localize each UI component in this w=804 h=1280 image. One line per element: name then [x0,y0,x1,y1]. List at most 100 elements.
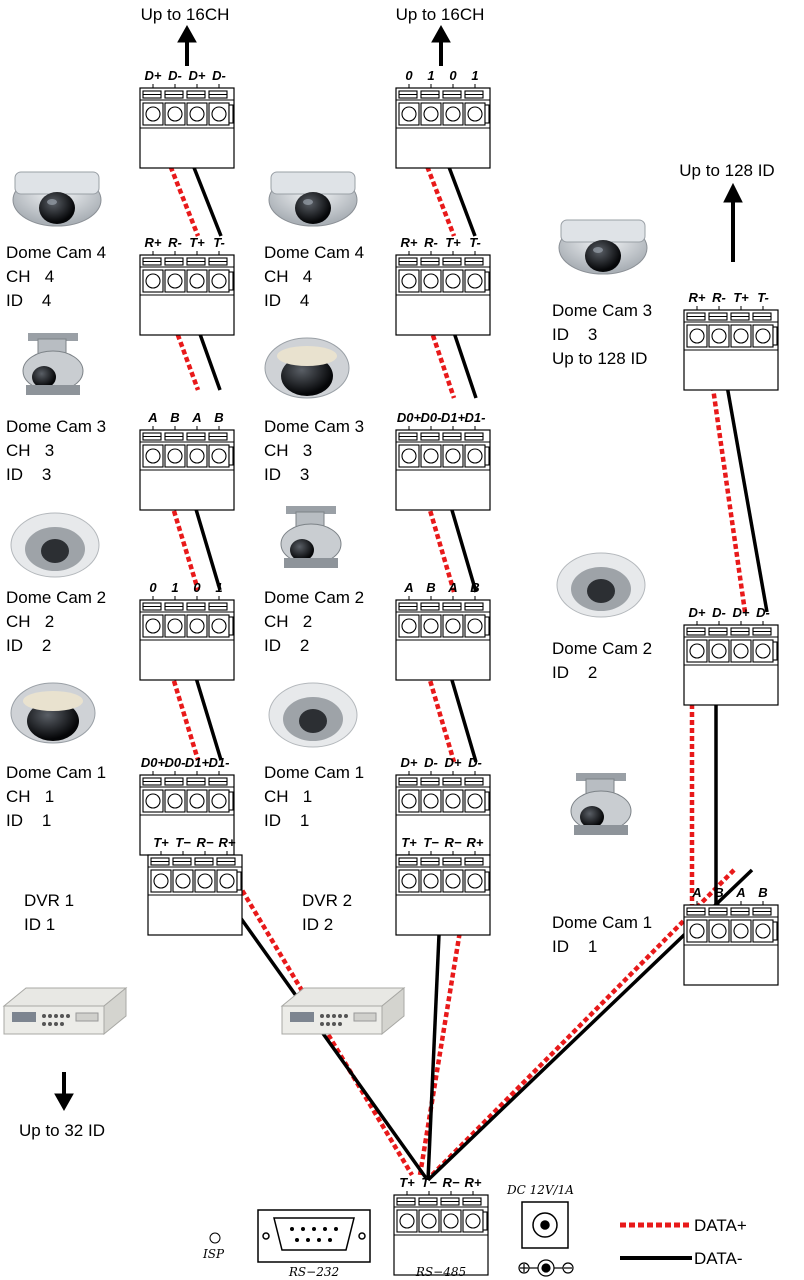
dome-camera-icon [268,171,358,227]
pin-label: D0+ [397,410,422,425]
up-arrow-icon [431,24,451,43]
camera-images [10,171,648,836]
pin-label: R+ [689,290,706,305]
camera-label: ID 3 [264,465,309,484]
camera-label: CH 3 [264,441,312,460]
down-arrow-icon [54,1093,74,1112]
camera-label: Dome Cam 3 [6,417,106,436]
isp-button-icon [209,1232,221,1244]
dvr-label: DVR 1 [24,891,74,910]
pin-label: B [214,410,223,425]
pin-label: 1 [471,68,478,83]
pin-label: 1 [171,580,178,595]
dvr-label: ID 1 [24,915,55,934]
camera-label: Dome Cam 1 [264,763,364,782]
pin-label: T+ [153,835,169,850]
uplink-label-col2: Up to 16CH [396,5,485,24]
pin-label: D1- [465,410,486,425]
dc-polarity-icon [518,1259,574,1277]
camera-label: ID 3 [552,325,597,344]
camera-label: CH 1 [264,787,312,806]
pin-label: B [470,580,479,595]
pin-label: D- [712,605,726,620]
pin-label: T+ [189,235,205,250]
pin-label: D1+ [441,410,466,425]
pin-label: 0 [449,68,457,83]
camera-label: Dome Cam 4 [6,243,106,262]
terminal-block-c1-top [139,83,235,169]
pin-label: A [691,885,701,900]
uplink-label-col3: Up to 128 ID [679,161,774,180]
dvr-icon [281,987,405,1035]
pin-label: D0- [165,755,186,770]
pin-label: R- [168,235,182,250]
pin-label: R+ [401,235,418,250]
pin-label: T- [213,235,225,250]
pin-label: T+ [399,1175,415,1190]
pin-label: A [403,580,413,595]
pin-label: D+ [189,68,206,83]
camera-label: Dome Cam 1 [6,763,106,782]
pin-label: B [758,885,767,900]
rs485-label: RS−485 [415,1265,466,1279]
pin-label: T− [421,1175,437,1190]
dome-camera-icon [558,219,648,275]
pin-label: B [170,410,179,425]
terminal-block-c1-cam2 [139,595,235,681]
pin-label: R- [424,235,438,250]
pin-label: B [426,580,435,595]
camera-label: Dome Cam 2 [6,588,106,607]
ptz-camera-icon [570,772,632,836]
pin-label: R− [443,1175,460,1190]
pin-label: A [447,580,457,595]
rs232-label: RS−232 [288,1265,339,1279]
camera-label: ID 2 [552,663,597,682]
pin-label: R+ [465,1175,482,1190]
pin-label: D+ [733,605,750,620]
pin-label: R- [712,290,726,305]
pin-label: T- [757,290,769,305]
camera-label: Dome Cam 3 [552,301,652,320]
camera-label: CH 4 [264,267,312,286]
pin-label: 1 [215,580,222,595]
uplink-label-col1: Up to 16CH [141,5,230,24]
camera-label: ID 1 [552,937,597,956]
ports [209,1201,574,1277]
camera-label: ID 1 [6,811,51,830]
dc-jack-icon [521,1201,569,1249]
camera-label: Dome Cam 3 [264,417,364,436]
dc-label: DC 12V/1A [506,1183,574,1197]
terminal-block-c1-cam4 [139,250,235,336]
pin-label: D+ [145,68,162,83]
camera-label: CH 3 [6,441,54,460]
up-arrow-icon [177,24,197,43]
pin-label: T− [175,835,191,850]
dome-camera-icon [268,682,358,748]
camera-label: ID 2 [264,636,309,655]
dome-camera-icon [264,337,350,399]
camera-label: ID 1 [264,811,309,830]
terminal-block-c3-cam3 [683,305,779,391]
pin-label: A [735,885,745,900]
rs232-port-icon [257,1209,371,1263]
camera-label: Dome Cam 4 [264,243,364,262]
terminal-block-c2-cam2 [395,595,491,681]
legend-data-plus-label: DATA+ [694,1216,747,1235]
pin-label: D1+ [185,755,210,770]
dome-camera-icon [12,171,102,227]
pin-label: D- [168,68,182,83]
camera-label: ID 4 [6,291,51,310]
camera-label: CH 4 [6,267,54,286]
dome-camera-icon [556,552,646,618]
camera-label: Up to 128 ID [552,349,647,368]
pin-label: R+ [467,835,484,850]
pin-label: R+ [219,835,236,850]
terminal-block-dvr2 [395,850,491,936]
camera-label: ID 4 [264,291,309,310]
pin-label: D1- [209,755,230,770]
pin-label: D- [424,755,438,770]
terminal-block-c1-cam3 [139,425,235,511]
legend-data-minus-label: DATA- [694,1249,742,1268]
